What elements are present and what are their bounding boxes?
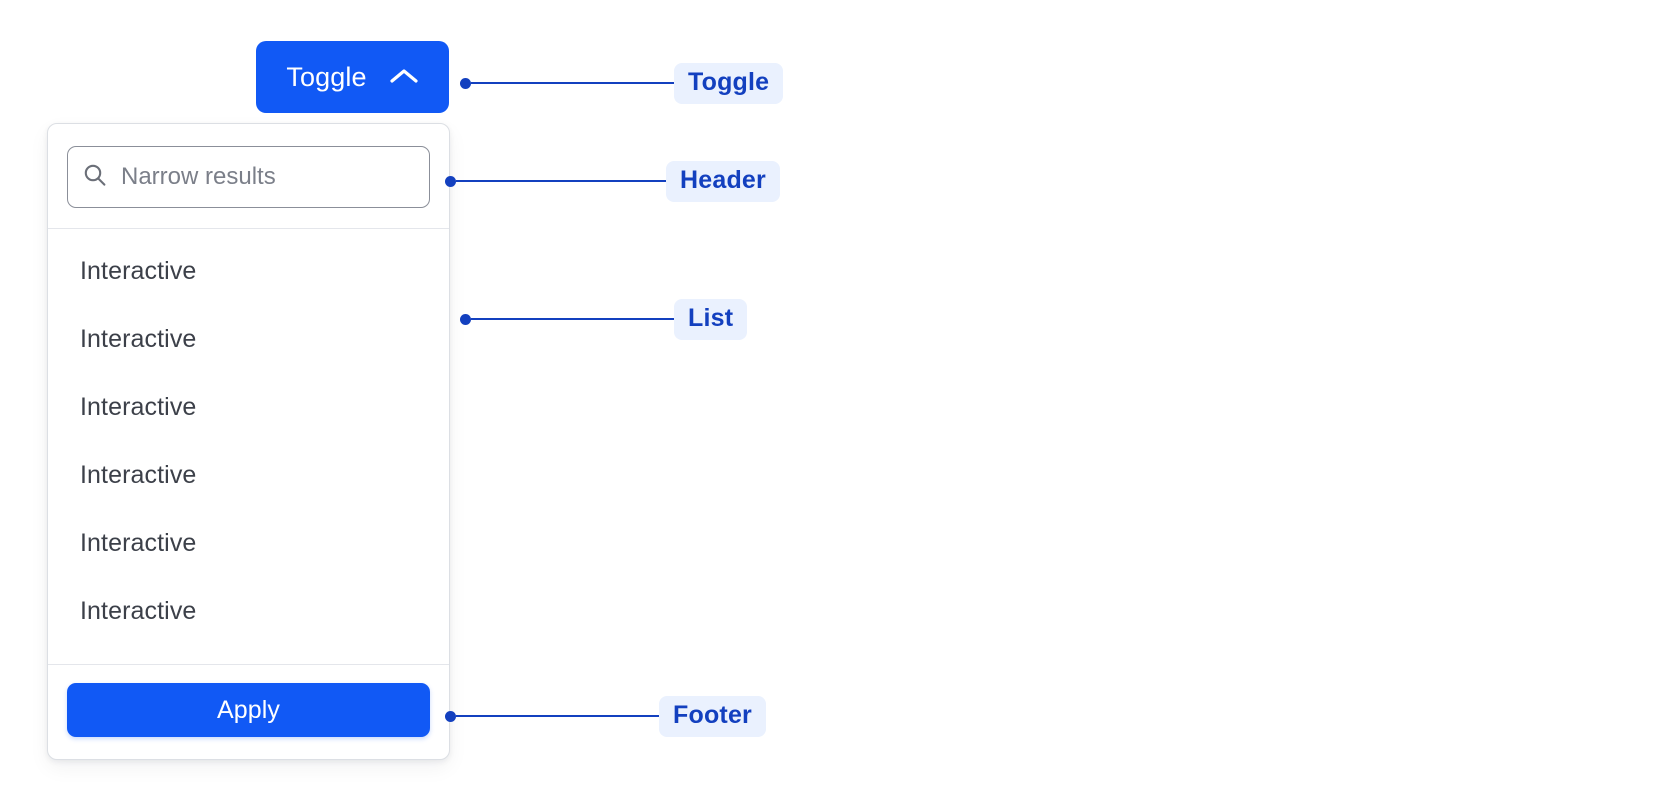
- list-item-label: Interactive: [80, 324, 197, 353]
- callout-line: [471, 318, 676, 320]
- callout-label-toggle: Toggle: [674, 62, 784, 104]
- search-input[interactable]: [121, 147, 415, 207]
- callout-label-list: List: [674, 298, 748, 340]
- apply-button[interactable]: Apply: [67, 683, 430, 737]
- chevron-up-icon: [389, 67, 419, 88]
- callout-line: [471, 82, 676, 84]
- callout-label-header: Header: [666, 160, 780, 202]
- toggle-button-label: Toggle: [286, 61, 367, 92]
- list-item[interactable]: Interactive: [48, 305, 449, 373]
- list-item[interactable]: Interactive: [48, 577, 449, 645]
- list-item[interactable]: Interactive: [48, 441, 449, 509]
- dropdown-panel: Interactive Interactive Interactive Inte…: [47, 123, 450, 760]
- list-item-label: Interactive: [80, 392, 197, 421]
- list-item-label: Interactive: [80, 528, 197, 557]
- search-field[interactable]: [67, 146, 430, 208]
- callout-line: [456, 715, 661, 717]
- list-item-label: Interactive: [80, 256, 197, 285]
- callout-line: [456, 180, 668, 182]
- search-icon: [82, 162, 108, 193]
- list-item[interactable]: Interactive: [48, 237, 449, 305]
- list-item-label: Interactive: [80, 460, 197, 489]
- list-item[interactable]: Interactive: [48, 373, 449, 441]
- callout-dot: [460, 313, 471, 325]
- callout-label-footer: Footer: [659, 695, 766, 737]
- callout-dot: [460, 77, 471, 89]
- toggle-button[interactable]: Toggle: [256, 41, 449, 113]
- list-item[interactable]: Interactive: [48, 509, 449, 577]
- dropdown-header: [48, 124, 449, 229]
- dropdown-list: Interactive Interactive Interactive Inte…: [48, 229, 449, 664]
- list-item-label: Interactive: [80, 596, 197, 625]
- callout-dot: [445, 175, 456, 187]
- callout-dot: [445, 710, 456, 722]
- dropdown-footer: Apply: [48, 664, 449, 759]
